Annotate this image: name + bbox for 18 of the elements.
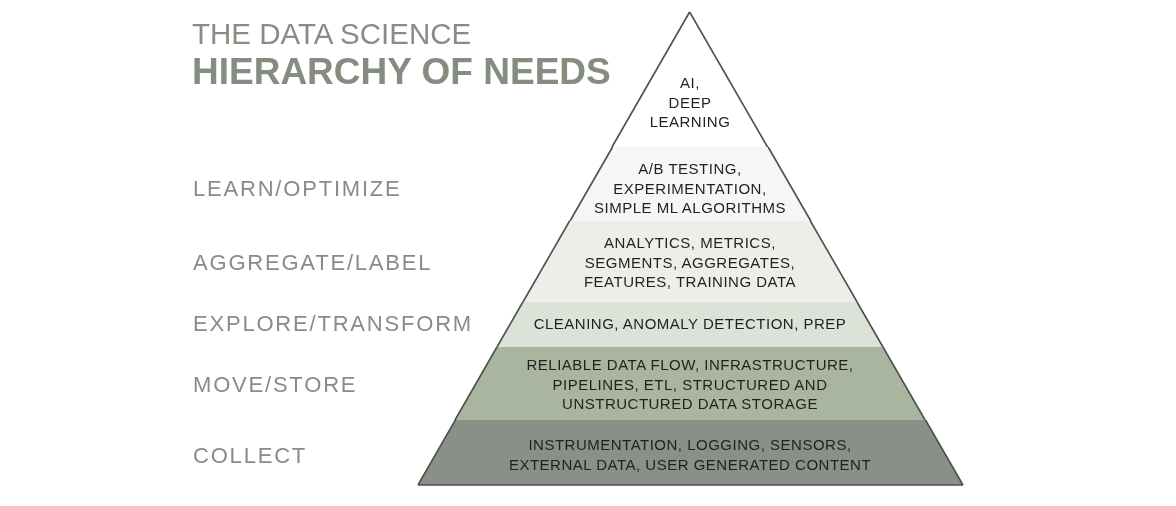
tier-text: A/B TESTING, EXPERIMENTATION, SIMPLE ML ALGORITHMS (593, 158, 787, 218)
pyramid-tier (523, 221, 858, 302)
stage-label: COLLECT (193, 443, 308, 469)
stage-label: MOVE/STORE (193, 372, 358, 398)
tier-text: INSTRUMENTATION, LOGGING, SENSORS, EXTERNAL DATA, USER GENERATED CONTENT (508, 434, 872, 474)
pyramid-tier (612, 12, 768, 147)
pyramid-tier (418, 420, 963, 485)
stage-label: LEARN/OPTIMIZE (193, 176, 402, 202)
tier-text: ANALYTICS, METRICS, SEGMENTS, AGGREGATES, FEATURES, TRAINING DATA (583, 232, 797, 292)
stage-label: AGGREGATE/LABEL (193, 250, 433, 276)
tier-text: AI, DEEP LEARNING (649, 72, 731, 132)
tier-text: CLEANING, ANOMALY DETECTION, PREP (533, 314, 847, 334)
pyramid-tier (497, 302, 884, 347)
pyramid-tier (569, 147, 811, 221)
pyramid-tier (455, 347, 926, 420)
stage-label: EXPLORE/TRANSFORM (193, 311, 473, 337)
tier-text: RELIABLE DATA FLOW, INFRASTRUCTURE, PIPELINES, ETL, STRUCTURED AND UNSTRUCTURED DATA STORAGE (526, 354, 854, 414)
title: THE DATA SCIENCE HIERARCHY OF NEEDS (192, 17, 611, 93)
